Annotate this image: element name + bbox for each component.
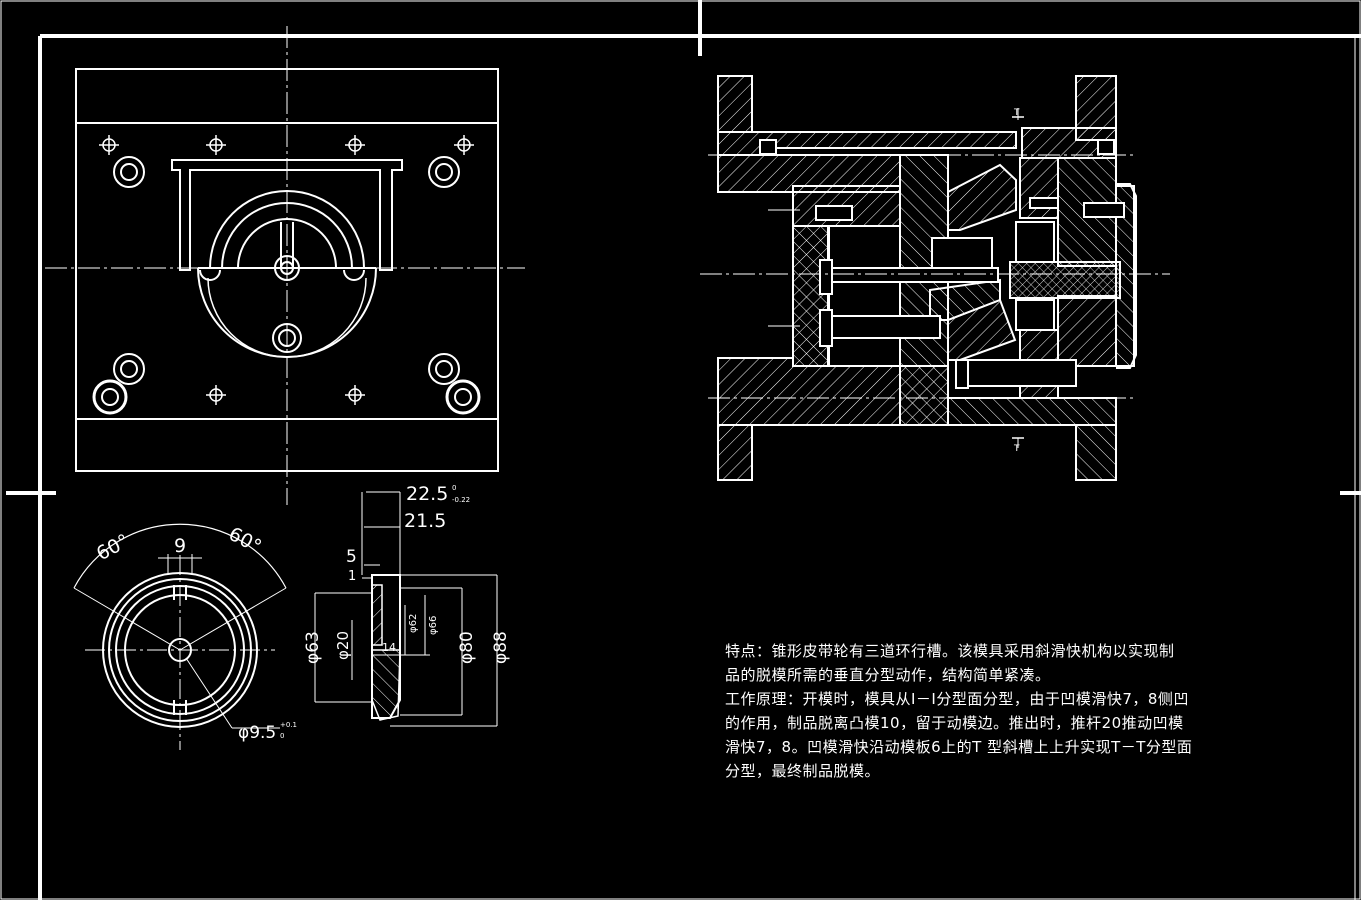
- dia-80-label: φ80: [457, 631, 477, 664]
- section-mark-bottom: T: [1013, 444, 1020, 454]
- total-len-tol-upper: 0: [452, 484, 456, 492]
- bore-tol-upper: +0.1: [280, 721, 297, 729]
- guide-bushing-2: [428, 156, 460, 188]
- section-mark-top: T: [1013, 108, 1020, 118]
- notes-line-5: 滑快7，8。凹模滑快沿动模板6上的T 型斜槽上上升实现T－T分型面: [725, 738, 1193, 756]
- bore-label: φ9.5: [238, 723, 276, 743]
- guide-bushing-3: [113, 353, 145, 385]
- mold-assembly-section: [700, 75, 1170, 481]
- dia-20-label: φ20: [334, 631, 352, 660]
- guide-bushing-1: [113, 156, 145, 188]
- angle-right-label: 60°: [225, 523, 265, 558]
- dia-14-label: 14: [382, 641, 396, 654]
- total-len-label: 22.5: [406, 483, 448, 505]
- width-9-label: 9: [174, 535, 186, 557]
- mold-plan-view: [45, 26, 525, 505]
- screw-holes: [99, 135, 474, 405]
- angle-left-label: 60°: [93, 530, 133, 565]
- dia-63-label: φ63: [303, 631, 323, 664]
- dia-88-label: φ88: [491, 631, 511, 664]
- part-front-view: [73, 523, 287, 750]
- dia-66-label: φ66: [428, 616, 439, 635]
- notes-line-2: 品的脱模所需的垂直分型动作，结构简单紧凑。: [725, 666, 1051, 684]
- len-5-label: 5: [346, 547, 357, 567]
- guide-pin-1: [92, 379, 128, 415]
- notes-line-6: 分型，最终制品脱模。: [725, 762, 881, 780]
- total-len-tol-lower: -0.22: [452, 496, 470, 504]
- len-1-label: 1: [348, 569, 356, 584]
- dia-62-label: φ62: [408, 614, 419, 633]
- bore-tol-lower: 0: [280, 732, 284, 740]
- technical-notes: 特点：锥形皮带轮有三道环行槽。该模具采用斜滑快机构以实现制 品的脱模所需的垂直分…: [725, 639, 1265, 783]
- notes-line-4: 的作用，制品脱离凸模10，留于动模边。推出时，推杆20推动凹模: [725, 714, 1184, 732]
- notes-line-1: 特点：锥形皮带轮有三道环行槽。该模具采用斜滑快机构以实现制: [725, 642, 1175, 660]
- guide-bushing-4: [428, 353, 460, 385]
- len-21-5-label: 21.5: [404, 510, 446, 532]
- notes-line-3: 工作原理：开模时，模具从I－I分型面分型，由于凹模滑快7，8侧凹: [725, 690, 1189, 708]
- part-section-view: [314, 491, 498, 727]
- guide-pin-2: [445, 379, 481, 415]
